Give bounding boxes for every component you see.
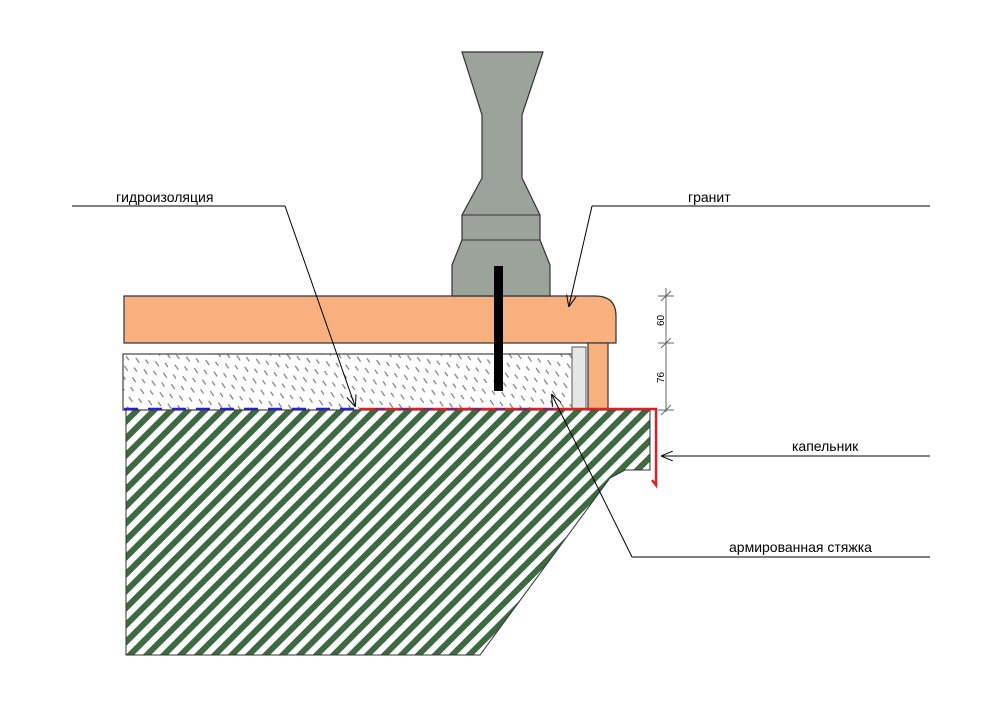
concrete-slab: [125, 409, 651, 656]
baluster: [451, 51, 551, 297]
label-granite: гранит: [688, 189, 731, 205]
label-waterproofing: гидроизоляция: [116, 189, 213, 205]
dimension-chain: [658, 288, 674, 416]
leader-waterproofing: [72, 205, 355, 406]
dim-granite-thickness: 60: [656, 314, 667, 326]
dim-screed-thickness: 76: [656, 371, 667, 383]
granite-slab: [123, 295, 617, 344]
granite-lip: [587, 342, 609, 411]
label-reinforced-screed: армированная стяжка: [729, 539, 872, 555]
side-shim: [571, 346, 587, 411]
reinforced-screed-layer: [122, 353, 579, 411]
drip-edge: [360, 407, 658, 489]
leader-reinforced-screed: [552, 395, 930, 558]
anchor-rod: [494, 266, 503, 391]
label-drip-edge: капельник: [792, 438, 859, 454]
leader-granite: [569, 205, 930, 306]
